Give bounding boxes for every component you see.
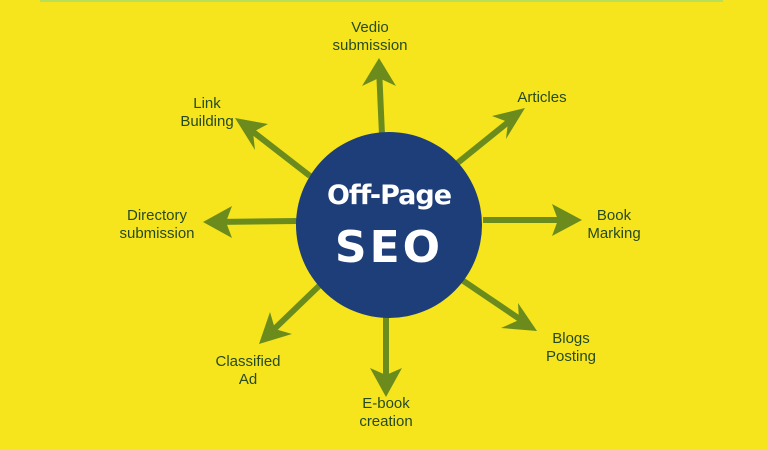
- arrow-vedio: [376, 67, 385, 136]
- arrow-articles: [453, 112, 519, 168]
- center-seo: SEO: [334, 222, 444, 273]
- node-articles: Articles: [517, 89, 567, 106]
- arrow-blogs: [460, 277, 532, 329]
- top-border: [40, 0, 723, 2]
- arrow-link: [241, 121, 312, 179]
- center-circle: [296, 132, 482, 318]
- center-title: Off-Page: [326, 180, 452, 211]
- arrow-classified: [263, 282, 323, 340]
- arrow-directory: [212, 218, 298, 225]
